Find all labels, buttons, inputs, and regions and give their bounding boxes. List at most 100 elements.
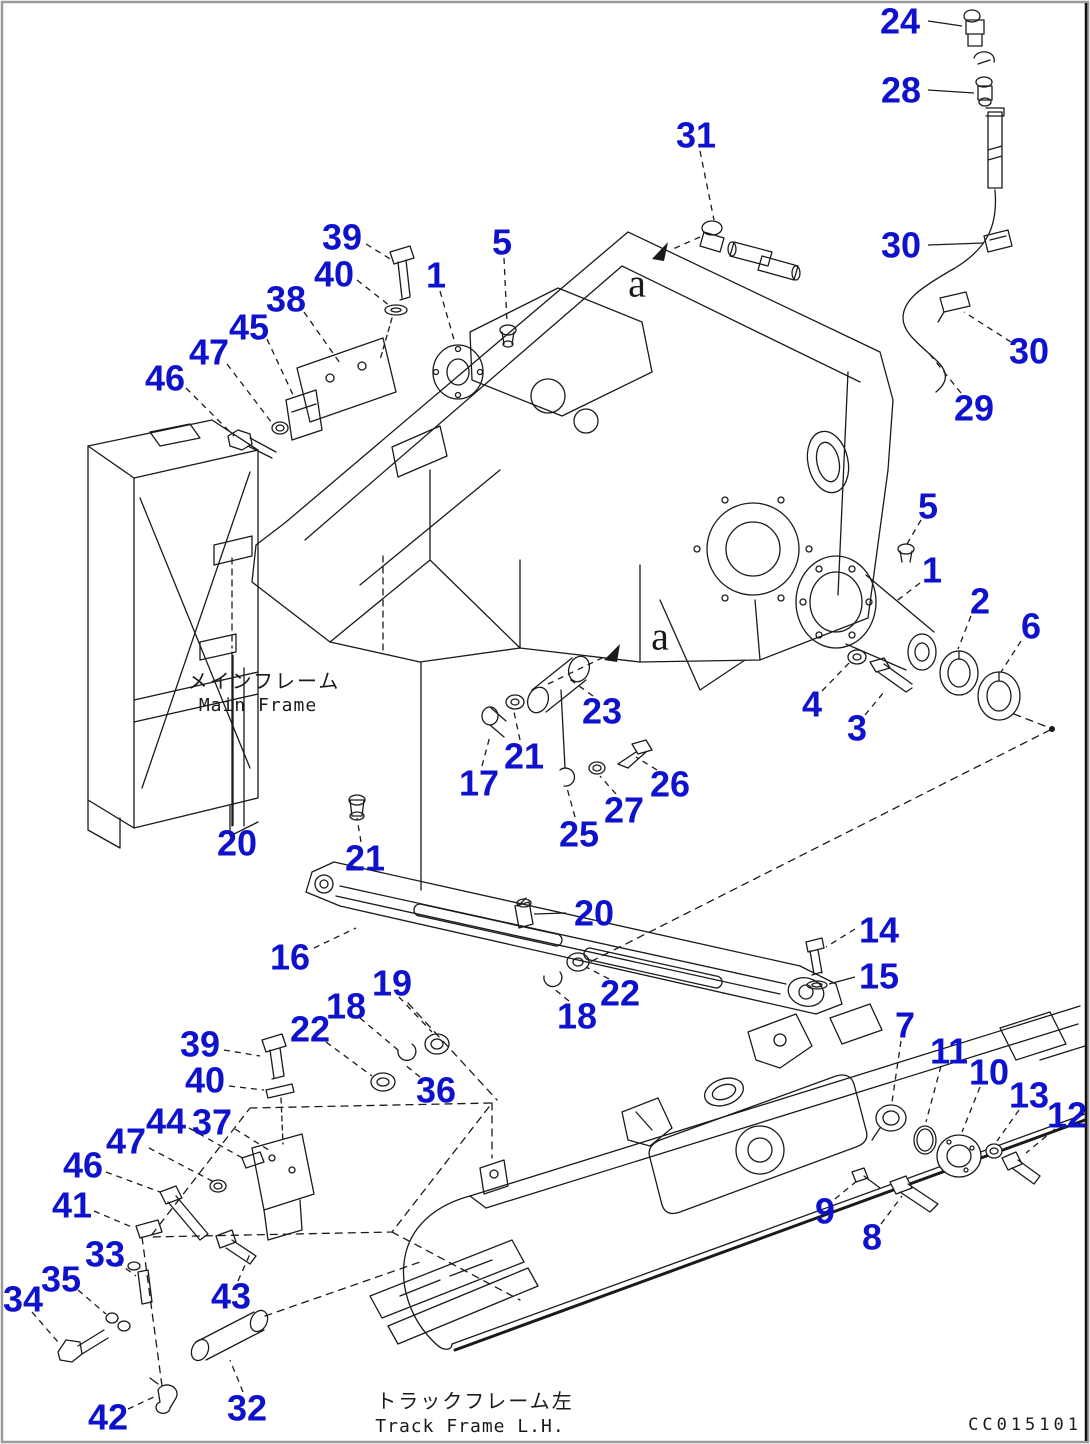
view-marker-2: a <box>651 614 669 659</box>
view-marker-leader <box>672 236 701 250</box>
callout-11-label: 11 <box>930 1031 968 1072</box>
callout-4-label: 4 <box>802 684 822 725</box>
callout-46-leader <box>185 387 235 437</box>
callout-28-leader <box>927 89 975 94</box>
callout-23-label: 23 <box>582 691 622 732</box>
pin-23-cluster-drawing <box>481 655 653 787</box>
track-frame-label-jp: トラックフレーム左 <box>376 1389 573 1413</box>
callout-33-leader <box>116 1261 137 1277</box>
drawing-code: CC015101 <box>968 1415 1082 1435</box>
callout-1-leader <box>893 582 921 604</box>
callout-16-leader <box>313 927 357 949</box>
callout-21-label: 21 <box>504 736 544 777</box>
callout-45-label: 45 <box>229 307 269 348</box>
view-direction-arrow-icon <box>604 644 620 662</box>
callout-6-label: 6 <box>1021 606 1041 647</box>
callout-34-leader <box>31 1311 59 1343</box>
callout-7-label: 7 <box>895 1005 915 1046</box>
callout-32-label: 32 <box>227 1388 267 1429</box>
callout-5-leader <box>906 519 922 545</box>
callout-9-label: 9 <box>815 1191 835 1232</box>
callout-10-label: 10 <box>969 1052 1009 1093</box>
callout-18-label: 18 <box>557 996 597 1037</box>
left-tower-drawing <box>87 419 259 849</box>
callout-14-leader <box>825 928 856 948</box>
callout-22-label: 22 <box>290 1009 330 1050</box>
callout-39-leader <box>365 243 393 261</box>
callout-29-leader <box>927 351 962 394</box>
callout-37-leader <box>234 1128 273 1153</box>
callout-2-label: 2 <box>970 581 990 622</box>
callout-18-leader <box>359 1017 399 1051</box>
callout-17-leader <box>481 735 491 767</box>
junction-dot <box>1049 726 1055 732</box>
callout-25-label: 25 <box>559 814 599 855</box>
callout-20-label: 20 <box>574 893 614 934</box>
callout-46-leader <box>105 1171 161 1193</box>
callout-35-label: 35 <box>41 1259 81 1300</box>
callout-32-leader <box>229 1359 244 1393</box>
callout-18-label: 18 <box>326 986 366 1027</box>
callout-24-leader <box>927 20 963 27</box>
callout-40-label: 40 <box>314 254 354 295</box>
callout-16-label: 16 <box>270 937 310 978</box>
callout-47-leader <box>148 1147 215 1183</box>
callout-38-label: 38 <box>266 279 306 320</box>
callout-30-leader <box>963 311 1012 343</box>
callout-39-label: 39 <box>322 217 362 258</box>
callout-2-leader <box>957 615 972 650</box>
callout-27-label: 27 <box>604 790 644 831</box>
callout-47-leader <box>226 363 273 424</box>
callout-20-leader <box>533 912 567 915</box>
callout-18-leader <box>552 987 570 1002</box>
callout-36-label: 36 <box>416 1070 456 1111</box>
callout-21-leader <box>513 711 521 741</box>
main-frame-label-en: Main Frame <box>199 695 317 716</box>
callout-47-label: 47 <box>106 1121 146 1162</box>
callout-47-label: 47 <box>189 332 229 373</box>
callout-13-label: 13 <box>1009 1075 1049 1116</box>
callout-1-label: 1 <box>426 255 446 296</box>
callout-45-leader <box>266 338 295 398</box>
callout-7-leader <box>891 1040 902 1103</box>
hub-parts-drawing <box>851 1104 1041 1213</box>
callout-46-label: 46 <box>63 1145 103 1186</box>
callout-9-leader <box>834 1179 859 1200</box>
callout-36-leader <box>403 1063 421 1078</box>
callout-30-label: 30 <box>1009 331 1049 372</box>
callout-26-label: 26 <box>650 764 690 805</box>
main-frame-drawing <box>251 231 894 691</box>
callout-25-leader <box>566 787 576 818</box>
callout-5-label: 5 <box>918 486 938 527</box>
callout-23-leader <box>567 677 594 697</box>
callout-19-label: 19 <box>372 963 412 1004</box>
upper-left-hardware-drawing <box>227 245 517 459</box>
callout-43-label: 43 <box>211 1276 251 1317</box>
callout-15-label: 15 <box>859 956 899 997</box>
top-right-fittings-drawing <box>699 9 1013 393</box>
callout-33-label: 33 <box>85 1234 125 1275</box>
construction-lines <box>141 713 1051 1387</box>
callout-41-label: 41 <box>52 1185 92 1226</box>
callout-27-leader <box>599 775 617 795</box>
callout-31-label: 31 <box>676 115 716 156</box>
callout-42-leader <box>127 1395 157 1410</box>
callout-42-label: 42 <box>88 1397 128 1438</box>
track-frame-label-en: Track Frame L.H. <box>375 1416 564 1437</box>
callout-12-label: 12 <box>1047 1095 1087 1136</box>
callout-11-leader <box>925 1065 942 1123</box>
text-labels: メインフレーム Main Frame トラックフレーム左 Track Frame… <box>188 669 1082 1437</box>
callout-30-leader <box>927 242 985 246</box>
callout-24-label: 24 <box>880 1 920 42</box>
callout-29-label: 29 <box>954 388 994 429</box>
callout-1-leader <box>439 290 456 344</box>
callout-6-leader <box>1000 640 1022 673</box>
callout-17-label: 17 <box>459 763 499 804</box>
bolt-14-15-drawing <box>805 937 828 990</box>
callout-31-leader <box>699 150 715 221</box>
callout-34-label: 34 <box>3 1279 43 1320</box>
callout-40-leader <box>356 279 391 307</box>
callout-39-leader <box>223 1049 261 1057</box>
callout-20-label: 20 <box>217 823 257 864</box>
